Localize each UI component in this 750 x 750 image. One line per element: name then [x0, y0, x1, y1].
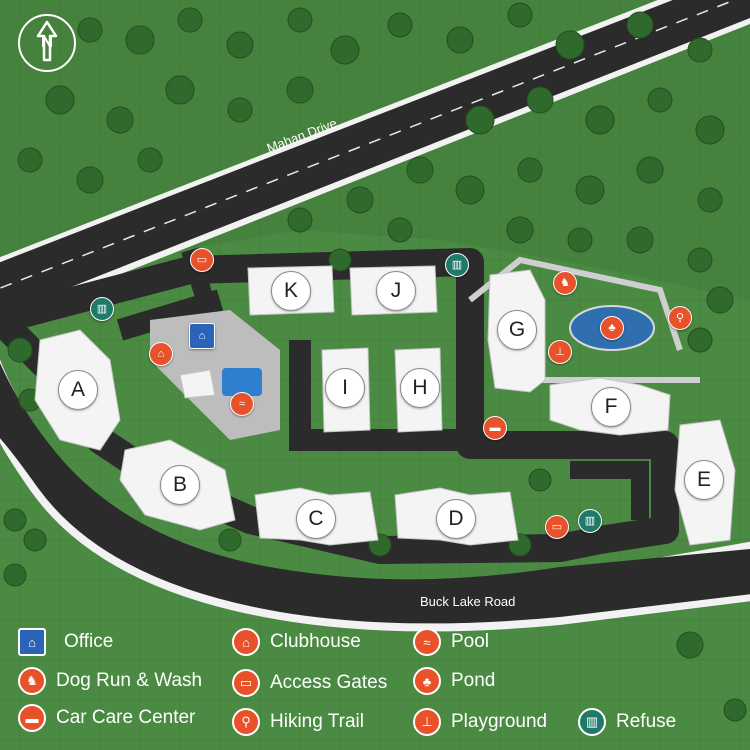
legend-item-car-care: ▬ Car Care Center	[18, 704, 195, 732]
legend-label: Office	[64, 631, 114, 652]
legend-label: Refuse	[616, 711, 677, 732]
house-icon[interactable]: ⌂	[189, 323, 215, 349]
hiker-icon: ⚲	[232, 708, 260, 736]
gate-icon: ▭	[232, 669, 260, 697]
clubhouse-icon: ⌂	[232, 628, 260, 656]
house-icon: ⌂	[18, 628, 46, 656]
legend-item-clubhouse: ⌂ Clubhouse	[232, 628, 361, 656]
legend-item-access-gates: ▭ Access Gates	[232, 669, 387, 697]
legend: ⌂ Office ⌂ Clubhouse ≈ Pool ♞ Dog Run & …	[0, 620, 750, 750]
legend-item-dog-run: ♞ Dog Run & Wash	[18, 667, 202, 695]
pool-icon[interactable]: ≈	[230, 392, 254, 416]
legend-label: Hiking Trail	[270, 711, 364, 732]
legend-label: Clubhouse	[270, 631, 361, 652]
trash-icon[interactable]: ▥	[578, 509, 602, 533]
hiker-icon[interactable]: ⚲	[668, 306, 692, 330]
pool-icon: ≈	[413, 628, 441, 656]
building-label-k[interactable]: K	[271, 271, 311, 311]
legend-label: Pool	[451, 631, 490, 652]
trash-icon: ▥	[578, 708, 606, 736]
buck-lake-road	[0, 362, 750, 624]
building-label-h[interactable]: H	[400, 368, 440, 408]
building-label-g[interactable]: G	[497, 310, 537, 350]
legend-item-hiking: ⚲ Hiking Trail	[232, 708, 364, 736]
legend-label: Access Gates	[270, 672, 388, 693]
legend-item-playground: ⊥ Playground	[413, 708, 547, 736]
building-label-j[interactable]: J	[376, 271, 416, 311]
building-label-d[interactable]: D	[436, 499, 476, 539]
plant-icon[interactable]: ♣	[600, 316, 624, 340]
north-arrow-icon	[36, 20, 58, 62]
trash-icon[interactable]: ▥	[445, 253, 469, 277]
legend-item-refuse: ▥ Refuse	[578, 708, 676, 736]
clubhouse-icon[interactable]: ⌂	[149, 342, 173, 366]
legend-item-office: ⌂ Office	[18, 628, 113, 656]
car-icon[interactable]: ▬	[483, 416, 507, 440]
legend-item-pond: ♣ Pond	[413, 667, 495, 695]
building-label-a[interactable]: A	[58, 370, 98, 410]
seesaw-icon: ⊥	[413, 708, 441, 736]
legend-label: Dog Run & Wash	[56, 670, 203, 691]
building-label-f[interactable]: F	[591, 387, 631, 427]
plant-icon: ♣	[413, 667, 441, 695]
legend-label: Car Care Center	[56, 707, 196, 728]
building-label-e[interactable]: E	[684, 460, 724, 500]
legend-label: Pond	[451, 670, 496, 691]
north-arrow: N	[18, 14, 76, 72]
north-label: N	[40, 32, 54, 51]
road-label-buck-lake-road: Buck Lake Road	[420, 594, 516, 609]
mahan-drive-road	[0, 0, 750, 316]
trash-icon[interactable]: ▥	[90, 297, 114, 321]
access-gate-icon[interactable]: ▭	[545, 515, 569, 539]
dog-icon[interactable]: ♞	[553, 271, 577, 295]
seesaw-icon[interactable]: ⊥	[548, 340, 572, 364]
legend-label: Playground	[451, 711, 548, 732]
building-label-i[interactable]: I	[325, 368, 365, 408]
building-label-b[interactable]: B	[160, 465, 200, 505]
car-icon: ▬	[18, 704, 46, 732]
clubhouse-shape	[179, 369, 216, 399]
legend-item-pool: ≈ Pool	[413, 628, 489, 656]
dog-icon: ♞	[18, 667, 46, 695]
access-gate-icon[interactable]: ▭	[190, 248, 214, 272]
building-label-c[interactable]: C	[296, 499, 336, 539]
